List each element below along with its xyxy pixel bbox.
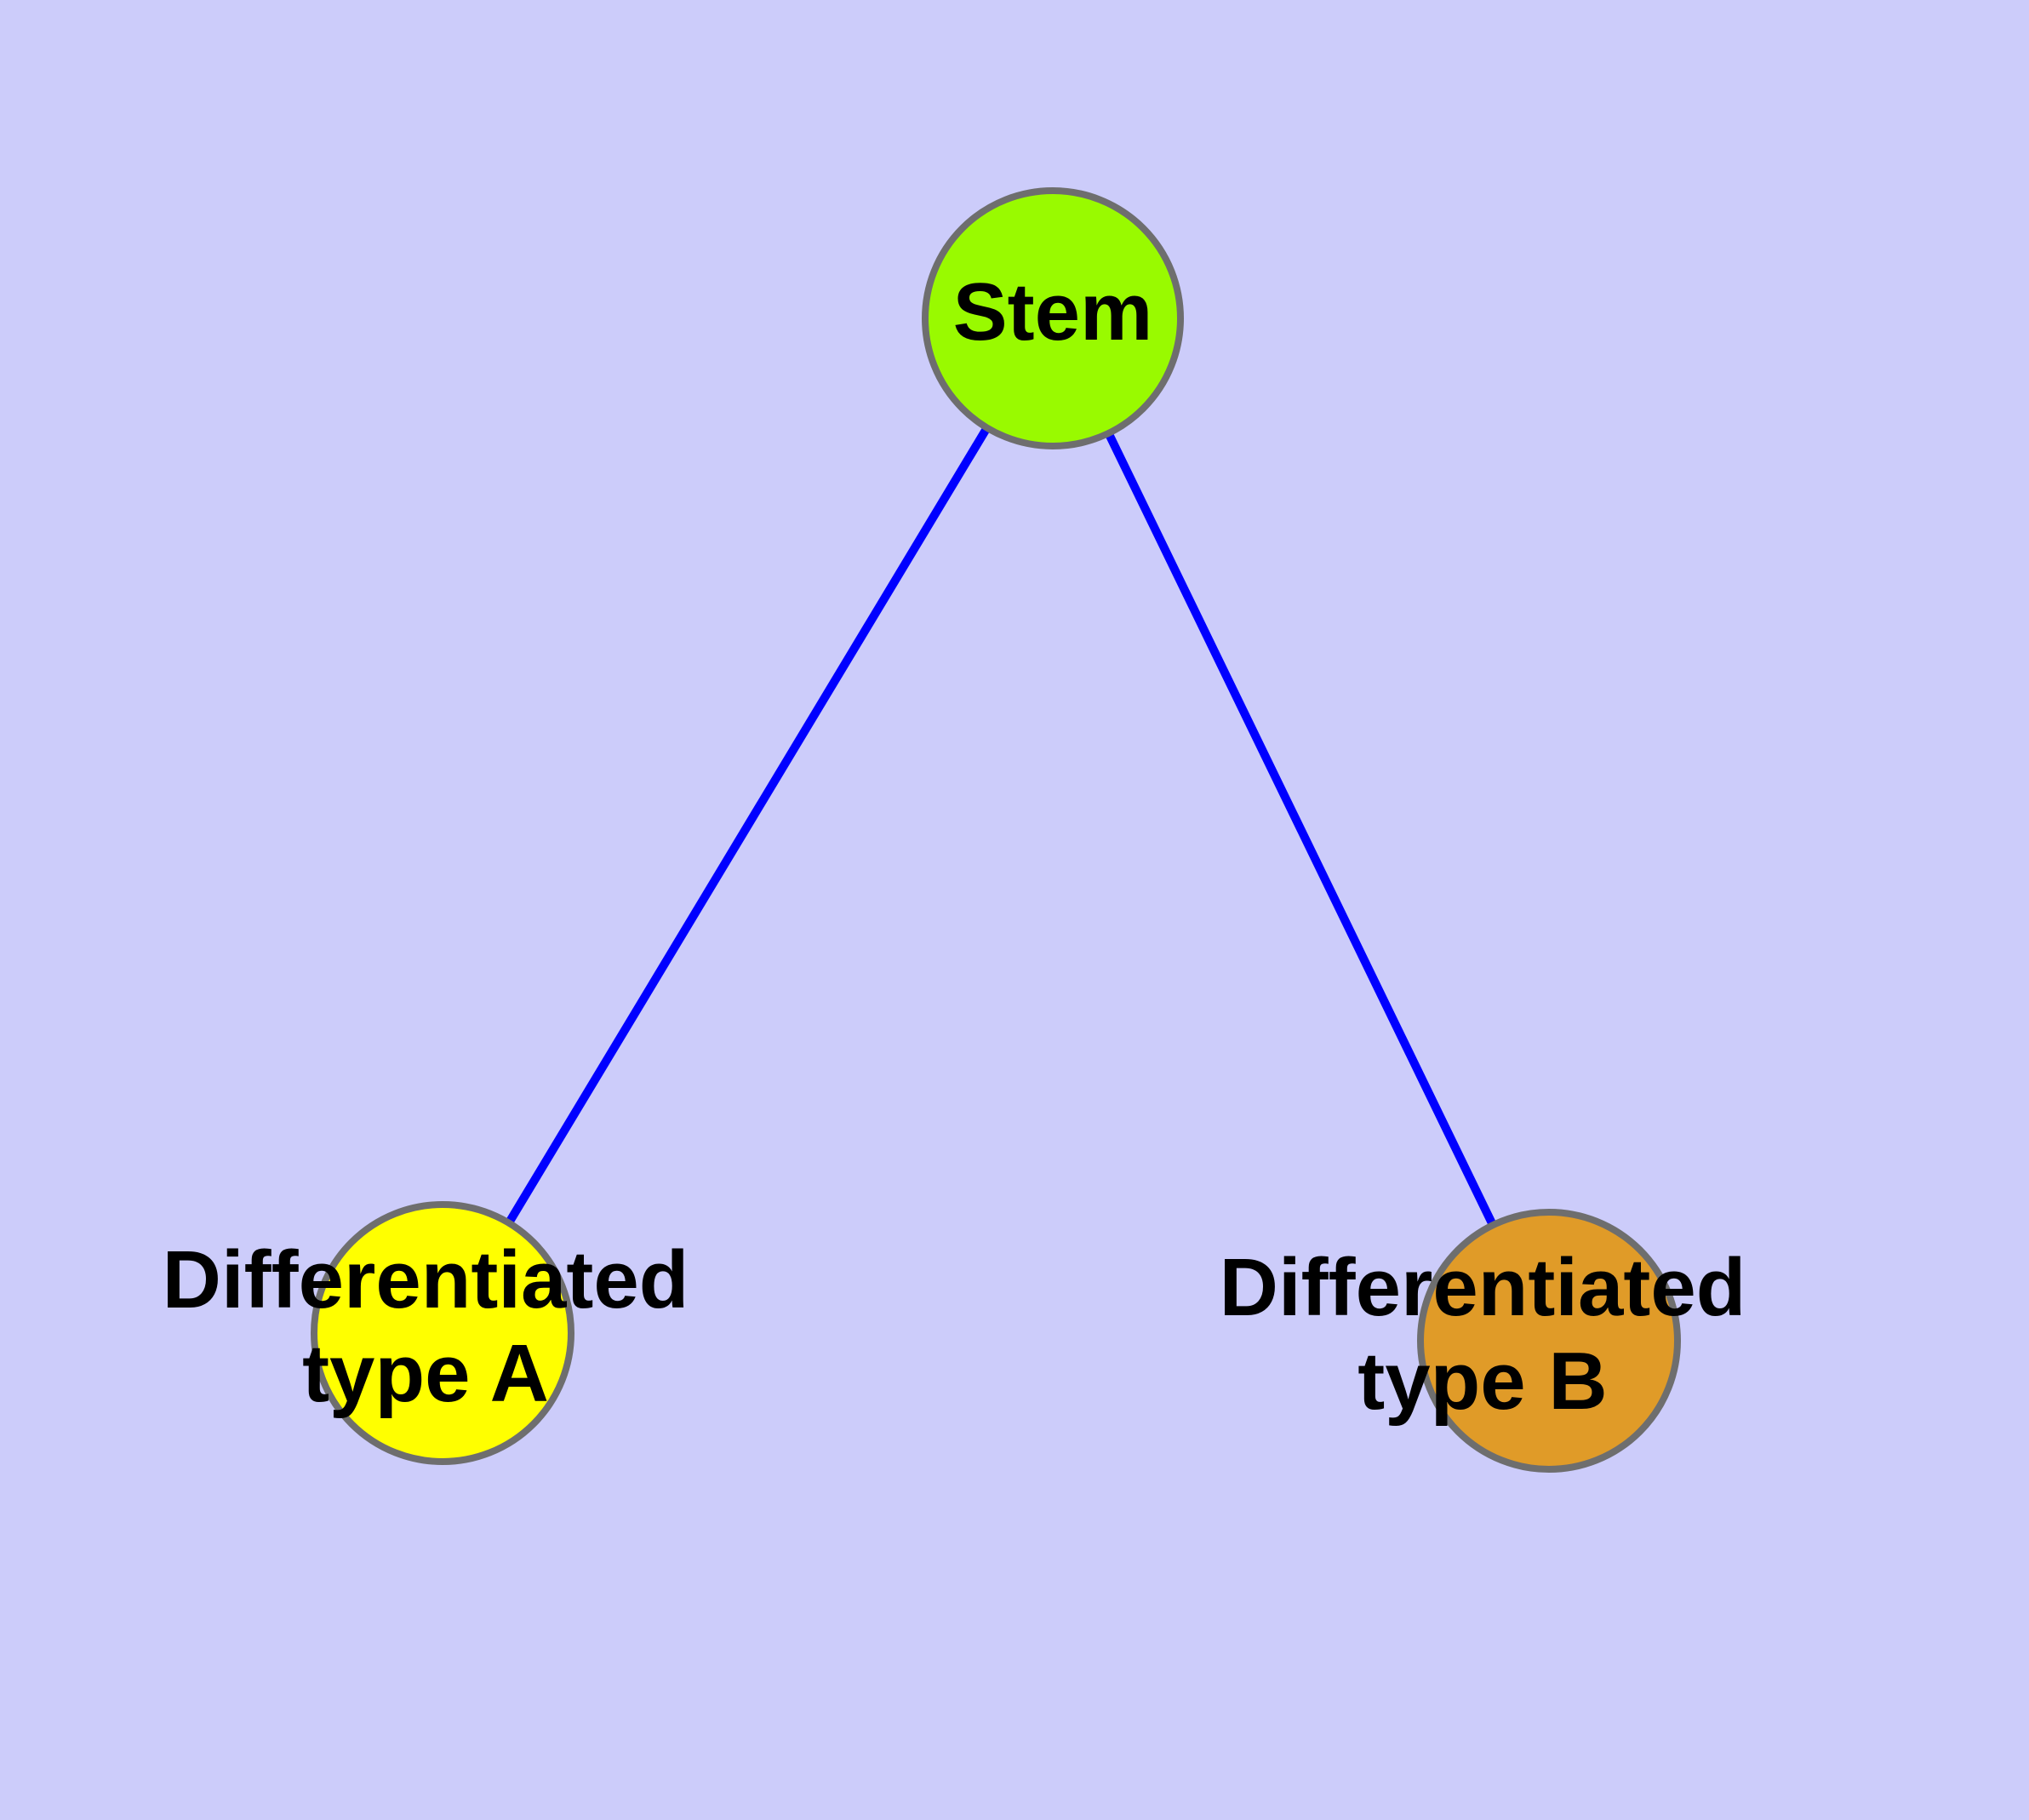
node-stem[interactable]: Stem xyxy=(922,187,1184,449)
edge-layer xyxy=(438,316,1553,1343)
edge-stem-to-diff-a[interactable] xyxy=(438,316,1057,1336)
edge-stem-to-diff-b[interactable] xyxy=(1049,316,1553,1343)
node-stem-label: Stem xyxy=(953,266,1153,358)
node-diff-b-circle[interactable] xyxy=(1417,1209,1681,1473)
node-diff-a-circle[interactable] xyxy=(311,1201,574,1465)
node-stem-circle[interactable] xyxy=(922,187,1184,449)
